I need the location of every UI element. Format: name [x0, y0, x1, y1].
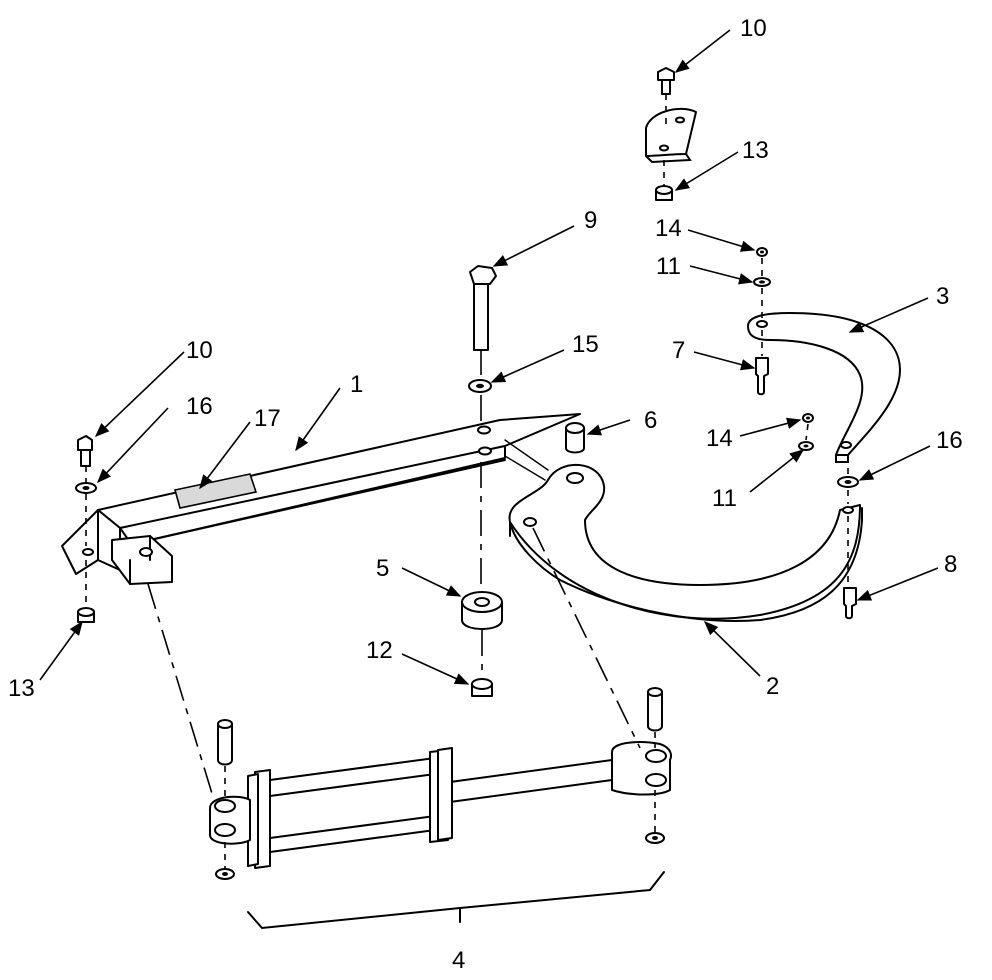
- hook-plate-part-2: [508, 464, 863, 622]
- main-arm-part-1: [61, 413, 581, 585]
- callout-10-left: 10: [186, 337, 213, 364]
- washer-part-15: [468, 379, 492, 393]
- callout-16-left: 16: [186, 393, 213, 420]
- callout-16-right: 16: [936, 427, 963, 454]
- callout-12: 12: [366, 637, 393, 664]
- nut-part-14-mid: [802, 413, 814, 423]
- bolt-part-9: [469, 265, 497, 351]
- center-lines: [85, 94, 849, 868]
- callout-13-top: 13: [742, 137, 769, 164]
- callout-5: 5: [376, 555, 389, 582]
- callout-7: 7: [672, 337, 685, 364]
- callout-1: 1: [350, 371, 363, 398]
- callout-9: 9: [584, 207, 597, 234]
- callout-numbers: 10 13 14 11 3 7 14 11 16 8 9 15 6 5 12 2…: [8, 15, 963, 974]
- washer-part-11-mid: [798, 441, 814, 451]
- bolt-part-10-left: [77, 435, 93, 467]
- bolt-part-10-top: [657, 67, 675, 95]
- callout-14-mid: 14: [706, 425, 733, 452]
- label-plate-part-17: [174, 473, 258, 509]
- callout-10-top: 10: [740, 15, 767, 42]
- washer-part-11-top: [753, 277, 771, 287]
- callout-8: 8: [944, 551, 957, 578]
- nut-part-13-top: [655, 185, 673, 201]
- nut-part-13-left: [77, 607, 95, 623]
- mounting-bracket: [61, 509, 99, 575]
- callout-4: 4: [452, 947, 465, 974]
- callout-14-top: 14: [655, 215, 682, 242]
- nut-part-12: [471, 678, 493, 697]
- callout-6: 6: [644, 407, 657, 434]
- stud-part-8: [843, 587, 857, 620]
- callout-2: 2: [766, 673, 779, 700]
- washer-part-16-left: [75, 482, 97, 494]
- callout-13-left: 13: [8, 675, 35, 702]
- callout-11-top: 11: [656, 253, 681, 280]
- cylinder-assembly-part-4: [209, 687, 672, 930]
- washer-part-16-right: [837, 476, 859, 488]
- callout-17: 17: [254, 405, 281, 432]
- nut-part-14-top: [756, 247, 768, 257]
- upper-hook-part-3: [747, 312, 901, 463]
- callout-15: 15: [572, 331, 599, 358]
- stud-part-7: [755, 357, 769, 396]
- callout-3: 3: [936, 283, 949, 310]
- bushing-part-5: [461, 591, 503, 630]
- spacer-part-6: [565, 422, 585, 454]
- clamp-plate: [645, 107, 697, 164]
- callout-11-mid: 11: [712, 485, 737, 512]
- callout-leaders: [39, 29, 939, 685]
